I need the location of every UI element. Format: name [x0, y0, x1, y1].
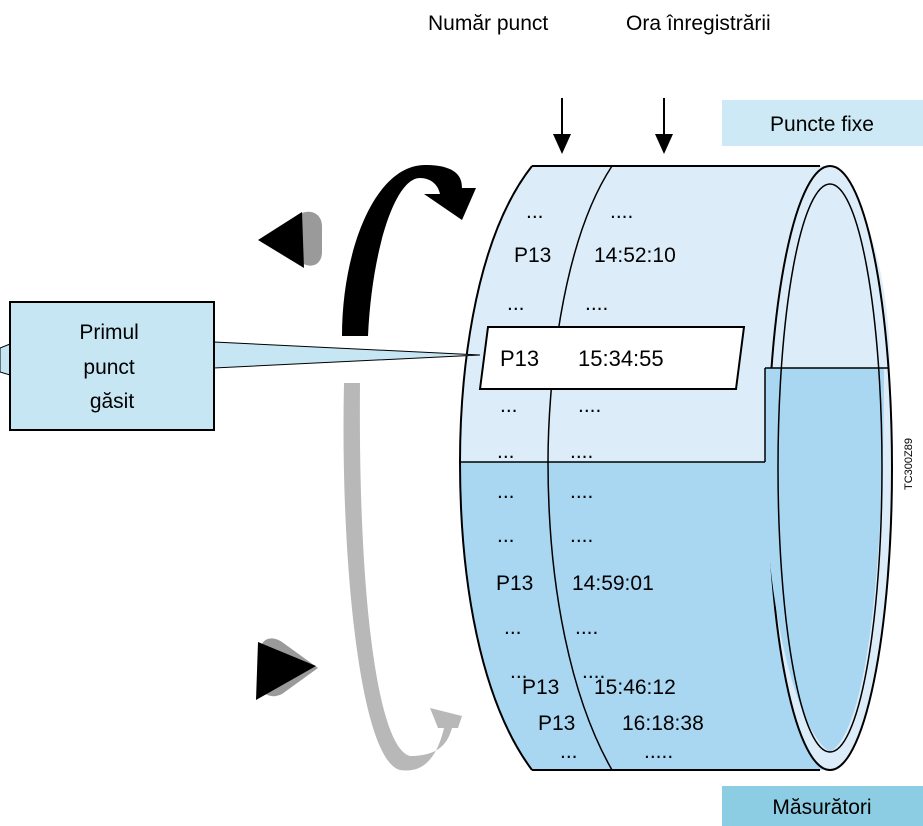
row-1-time: 14:52:10 [594, 244, 676, 267]
row-5-point: ... [497, 480, 515, 503]
row-2-time: .... [585, 292, 608, 315]
figure-code: TC300Z89 [903, 438, 915, 490]
row-3-time: .... [578, 394, 601, 417]
row-6-point: ... [497, 524, 515, 547]
row-6-time: .... [570, 524, 593, 547]
row-2-point: ... [507, 292, 525, 315]
svg-text:Primul punct găsit: Primul punct găsit [79, 321, 144, 413]
point-number-arrow [553, 98, 571, 154]
first-point-line-1: Primul [79, 321, 139, 344]
measurements-label-box [722, 786, 923, 826]
highlight-record-box [478, 326, 746, 390]
cylinder-end-rim [777, 183, 883, 753]
triangle-up-icon [258, 211, 322, 268]
triangle-down-icon [256, 638, 318, 700]
row-12-point: ... [560, 740, 578, 763]
row-11-time: 16:18:38 [622, 712, 704, 735]
record-rows: ... .... P13 14:52:10 ... .... ... .... … [496, 200, 704, 763]
row-10-time: 15:46:12 [594, 676, 676, 699]
row-7-point: P13 [496, 572, 533, 595]
row-0-point: ... [526, 200, 544, 223]
scroll-up-arrow [342, 165, 476, 336]
row-4-time: .... [570, 440, 593, 463]
cylinder-outline [458, 165, 820, 771]
column-divider [547, 165, 613, 771]
row-0-time: .... [610, 200, 633, 223]
record-time-label: Ora înregistrării [626, 12, 771, 35]
highlight-point: P13 [500, 346, 539, 371]
first-point-line-3: găsit [90, 390, 135, 413]
measurements-label: Măsurători [772, 796, 871, 819]
row-7-time: 14:59:01 [572, 572, 654, 595]
fixed-points-label: Puncte fixe [770, 113, 874, 136]
row-8-time: .... [575, 616, 598, 639]
highlight-time: 15:34:55 [578, 346, 664, 371]
row-5-time: .... [570, 480, 593, 503]
row-8-point: ... [504, 616, 522, 639]
row-11-point: P13 [538, 712, 575, 735]
callout-left-stub [0, 343, 11, 376]
fixed-points-label-box [722, 100, 923, 146]
row-10-point: P13 [522, 676, 559, 699]
row-9-time: .... [582, 660, 605, 683]
record-time-arrow [655, 98, 673, 154]
row-1-point: P13 [514, 244, 551, 267]
row-4-point: ... [497, 440, 515, 463]
first-point-line-2: punct [83, 356, 135, 379]
point-number-label: Număr punct [428, 12, 548, 35]
cylinder-end-face-inner [765, 368, 884, 752]
row-3-point: ... [500, 394, 518, 417]
row-9-point: ... [510, 660, 528, 683]
scroll-down-arrow [343, 383, 462, 771]
callout-beam [213, 341, 481, 369]
row-12-time: ..... [644, 740, 673, 763]
first-point-box [9, 301, 215, 431]
svg-text:P13 15:34:55: P13 15:34:55 [500, 346, 664, 371]
